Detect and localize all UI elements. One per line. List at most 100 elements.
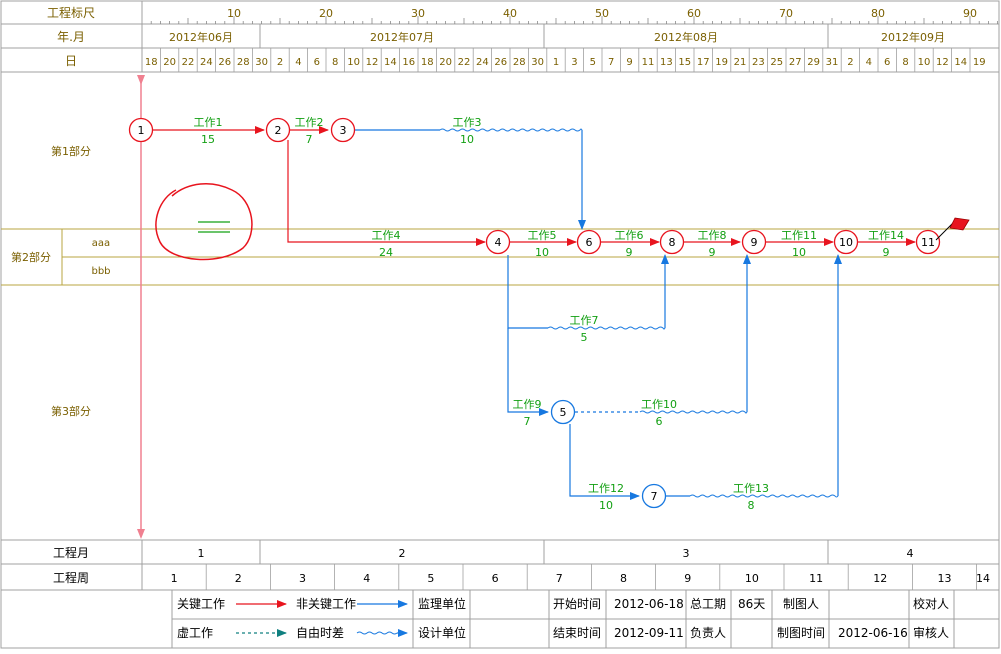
- event-node[interactable]: 1: [128, 117, 154, 143]
- legend-non-critical-label: 非关键工作: [296, 597, 356, 611]
- drafter-label: 制图人: [783, 597, 819, 611]
- event-node-circle[interactable]: [741, 229, 767, 255]
- project-month-value: 3: [683, 547, 690, 560]
- event-node-circle[interactable]: [128, 117, 154, 143]
- event-node-circle[interactable]: [915, 229, 941, 255]
- day-label: 4: [866, 57, 872, 68]
- event-node-number: 5: [560, 406, 567, 419]
- event-node-number: 7: [651, 490, 658, 503]
- task-name-label: 工作13: [733, 482, 769, 495]
- project-week-value: 12: [873, 572, 887, 585]
- project-month-value: 2: [399, 547, 406, 560]
- event-node-number: 2: [275, 124, 282, 137]
- legend-float-label: 自由时差: [296, 626, 344, 640]
- day-label: 6: [884, 57, 890, 68]
- task-name-label: 工作9: [513, 398, 542, 411]
- day-label: 26: [494, 57, 507, 68]
- event-node[interactable]: 6: [576, 229, 602, 255]
- arrow-task-4[interactable]: [287, 140, 486, 246]
- project-week-value: 3: [299, 572, 306, 585]
- task-name-label: 工作5: [528, 229, 557, 242]
- task-duration-label: 10: [599, 499, 613, 512]
- arrow-task-12[interactable]: [569, 424, 640, 500]
- event-node[interactable]: 10: [833, 229, 859, 255]
- event-node-circle[interactable]: [833, 229, 859, 255]
- scale-tick-label: 40: [503, 7, 517, 20]
- month-label: 2012年06月: [169, 30, 233, 44]
- scale-tick-label: 90: [963, 7, 977, 20]
- day-label: 7: [608, 57, 614, 68]
- event-node-number: 6: [586, 236, 593, 249]
- day-label: 18: [421, 57, 434, 68]
- event-node-circle[interactable]: [550, 399, 576, 425]
- day-label: 1: [553, 57, 559, 68]
- event-nodes: 1 2 3 4 5 6 7 8 9 10 11: [128, 117, 941, 509]
- event-node-number: 11: [921, 236, 935, 249]
- event-node-number: 9: [751, 236, 758, 249]
- project-week-value: 11: [809, 572, 823, 585]
- event-node-circle[interactable]: [659, 229, 685, 255]
- event-node-circle[interactable]: [641, 483, 667, 509]
- day-label: 19: [973, 57, 986, 68]
- task-duration-label: 10: [460, 133, 474, 146]
- section-sub-label-bbb: bbb: [91, 266, 110, 277]
- legend-float-wave: [356, 631, 398, 635]
- section-label-part1: 第1部分: [51, 144, 91, 158]
- legend-designer-label: 设计单位: [418, 625, 466, 640]
- finish-flag-icon: [935, 217, 970, 241]
- project-week-value: 13: [938, 572, 952, 585]
- task-duration-label: 8: [748, 499, 755, 512]
- legend-dummy-label: 虚工作: [177, 626, 213, 640]
- task-duration-label: 9: [883, 246, 890, 259]
- day-label: 9: [626, 57, 632, 68]
- arrow-task-9[interactable]: [507, 328, 549, 416]
- task-duration-label: 15: [201, 133, 215, 146]
- month-label: 2012年07月: [370, 30, 434, 44]
- scale-tick-label: 80: [871, 7, 885, 20]
- event-node[interactable]: 2: [265, 117, 291, 143]
- project-month-value: 1: [198, 547, 205, 560]
- day-label: 30: [531, 57, 544, 68]
- event-node-number: 1: [138, 124, 145, 137]
- arrow-task-10-float: [639, 410, 748, 414]
- event-node[interactable]: 7: [641, 483, 667, 509]
- total-duration-label: 总工期: [690, 597, 726, 611]
- event-node[interactable]: 5: [550, 399, 576, 425]
- event-node[interactable]: 11: [915, 229, 941, 255]
- task-duration-label: 9: [709, 246, 716, 259]
- day-label: 15: [678, 57, 691, 68]
- day-label: 28: [237, 57, 250, 68]
- task-duration-label: 24: [379, 246, 393, 259]
- project-month-label: 工程月: [53, 545, 89, 560]
- day-label: 12: [366, 57, 379, 68]
- event-node[interactable]: 3: [330, 117, 356, 143]
- arrow-task-7-line[interactable]: [507, 255, 548, 329]
- project-info-table: 开始时间 2012-06-18 总工期 86天 制图人 校对人 结束时间 201…: [553, 596, 949, 640]
- task-labels: 工作115工作27工作310工作424工作510工作69工作75工作89工作97…: [194, 116, 905, 512]
- task-name-label: 工作6: [615, 229, 644, 242]
- task-name-label: 工作11: [781, 229, 817, 242]
- day-label: 27: [789, 57, 802, 68]
- event-node-circle[interactable]: [576, 229, 602, 255]
- event-node-circle[interactable]: [265, 117, 291, 143]
- day-label: 28: [513, 57, 526, 68]
- day-row-label: 日: [65, 54, 77, 68]
- month-row-label: 年.月: [57, 30, 85, 44]
- event-node-circle[interactable]: [485, 229, 511, 255]
- month-label: 2012年08月: [654, 30, 718, 44]
- owner-label: 负责人: [690, 626, 726, 640]
- event-node[interactable]: 9: [741, 229, 767, 255]
- scale-tick-label: 30: [411, 7, 425, 20]
- day-label: 6: [314, 57, 320, 68]
- day-label: 16: [402, 57, 415, 68]
- event-node[interactable]: 4: [485, 229, 511, 255]
- event-node[interactable]: 8: [659, 229, 685, 255]
- event-node-circle[interactable]: [330, 117, 356, 143]
- task-duration-label: 10: [535, 246, 549, 259]
- start-time-label: 开始时间: [553, 597, 601, 611]
- task-duration-label: 5: [581, 331, 588, 344]
- legend: 关键工作 非关键工作 虚工作 自由时差 监理单位 设计单位: [177, 596, 466, 640]
